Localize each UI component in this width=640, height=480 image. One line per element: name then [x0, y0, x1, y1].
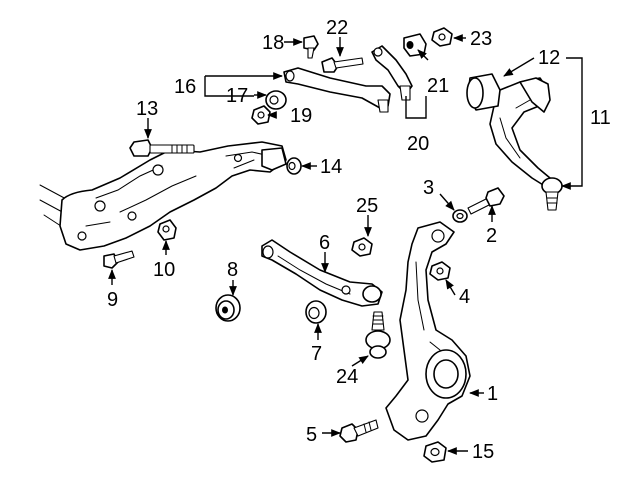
- callout-23: 23: [470, 28, 492, 50]
- part-4-nut: [429, 261, 451, 281]
- callout-9: 9: [107, 289, 118, 311]
- callout-15: 15: [472, 441, 494, 463]
- part-5-bolt: [339, 419, 379, 443]
- part-25-nut: [351, 237, 373, 257]
- leader-lines: [108, 34, 583, 455]
- part-9-bolt: [103, 250, 135, 269]
- callout-18: 18: [262, 32, 284, 54]
- callout-25: 25: [356, 195, 378, 217]
- callout-22: 22: [326, 17, 348, 39]
- callout-5: 5: [306, 424, 317, 446]
- callout-19: 19: [290, 105, 312, 127]
- part-8-bushing: [215, 294, 241, 322]
- part-22-bolt: [321, 57, 364, 73]
- callout-2: 2: [486, 225, 497, 247]
- part-20-bushing: [403, 33, 427, 57]
- callout-21: 21: [427, 75, 449, 97]
- part-6-lower-arm: [261, 239, 383, 307]
- callout-13: 13: [136, 98, 158, 120]
- part-11-upper-arm: [489, 77, 563, 211]
- part-14-bushing: [286, 157, 302, 175]
- callout-1: 1: [487, 383, 498, 405]
- part-15-nut: [423, 441, 447, 463]
- callout-4: 4: [459, 286, 470, 308]
- part-12-bushing: [466, 73, 501, 111]
- part-1-knuckle: [385, 221, 471, 441]
- part-19-nut: [251, 105, 271, 125]
- subframe: [39, 141, 287, 251]
- callout-10: 10: [153, 259, 175, 281]
- callout-8: 8: [227, 259, 238, 281]
- part-17-bushing: [265, 90, 287, 110]
- part-18-bolt: [303, 35, 319, 59]
- callout-numbers: 1 2 3 4 5 6 7 8 9 10 11 12 13 14 15 16 1…: [107, 17, 611, 463]
- callout-3: 3: [423, 177, 434, 199]
- callout-12: 12: [538, 47, 560, 69]
- part-24-ball-joint: [365, 311, 391, 359]
- part-2-bolt: [467, 187, 505, 215]
- callout-24: 24: [336, 366, 358, 388]
- part-10-nut: [157, 219, 177, 241]
- part-3-washer: [452, 209, 468, 223]
- callout-6: 6: [319, 232, 330, 254]
- part-13-bolt: [129, 139, 195, 157]
- callout-14: 14: [320, 156, 342, 178]
- callout-7: 7: [311, 343, 322, 365]
- callout-17: 17: [226, 85, 248, 107]
- callout-16: 16: [174, 76, 196, 98]
- part-23-nut: [431, 27, 453, 47]
- part-7-bushing: [305, 300, 327, 324]
- part-16-upper-link: [283, 67, 391, 113]
- part-21-upper-link: [371, 45, 413, 101]
- callout-20: 20: [407, 133, 429, 155]
- callout-11: 11: [590, 107, 611, 129]
